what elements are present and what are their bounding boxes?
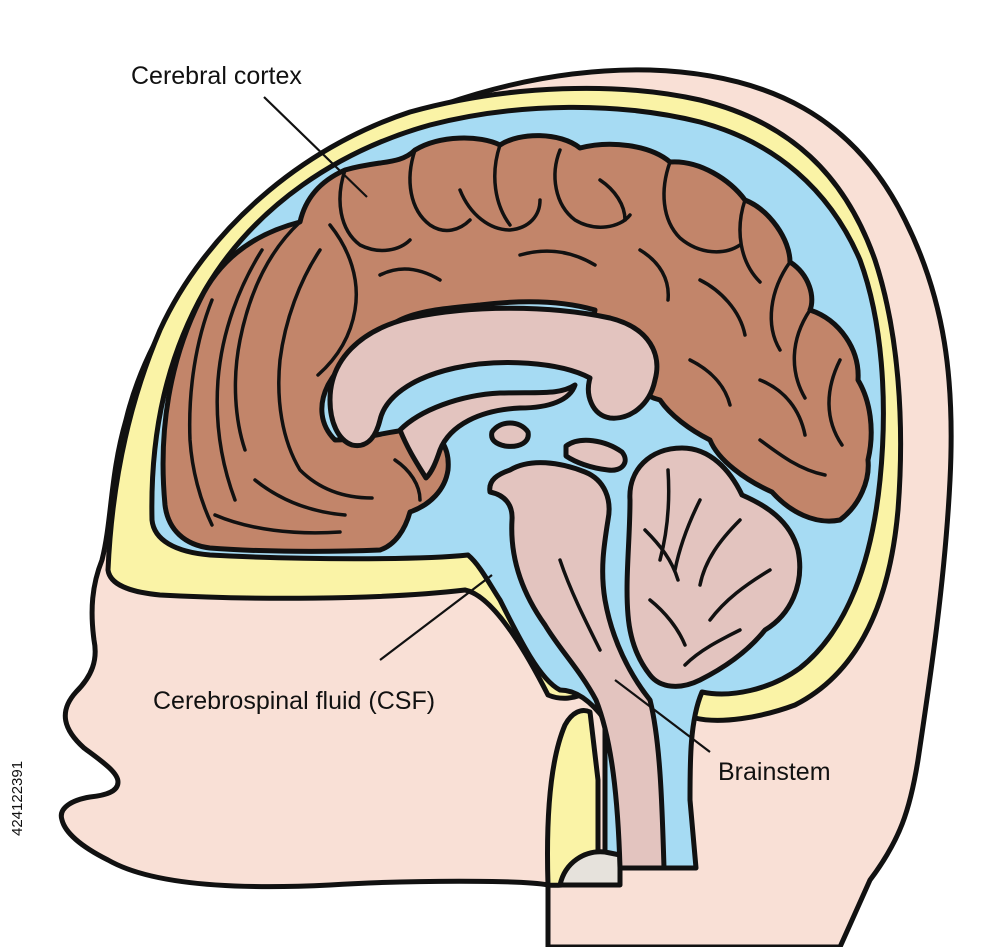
fornix (397, 382, 578, 481)
label-brainstem: Brainstem (718, 758, 831, 786)
neck-vertebra-lower (557, 849, 623, 888)
cerebellum (624, 445, 803, 689)
pineal-region (563, 437, 628, 473)
csf-leader (379, 574, 493, 661)
stock-id-watermark: 424122391 (9, 761, 26, 836)
brainstem-fold (558, 558, 602, 652)
cortex-leader (263, 96, 368, 198)
label-csf: Cerebrospinal fluid (CSF) (153, 687, 435, 715)
thalamus (489, 420, 531, 449)
stock-id: 424122391 (9, 761, 26, 836)
cortex-folds (187, 143, 844, 535)
brainstem-leader (614, 679, 711, 753)
brainstem-shape (487, 460, 667, 871)
cerebellum-folds (643, 468, 772, 667)
label-cerebral-cortex: Cerebral cortex (131, 62, 302, 90)
corpus-callosum (327, 305, 660, 449)
